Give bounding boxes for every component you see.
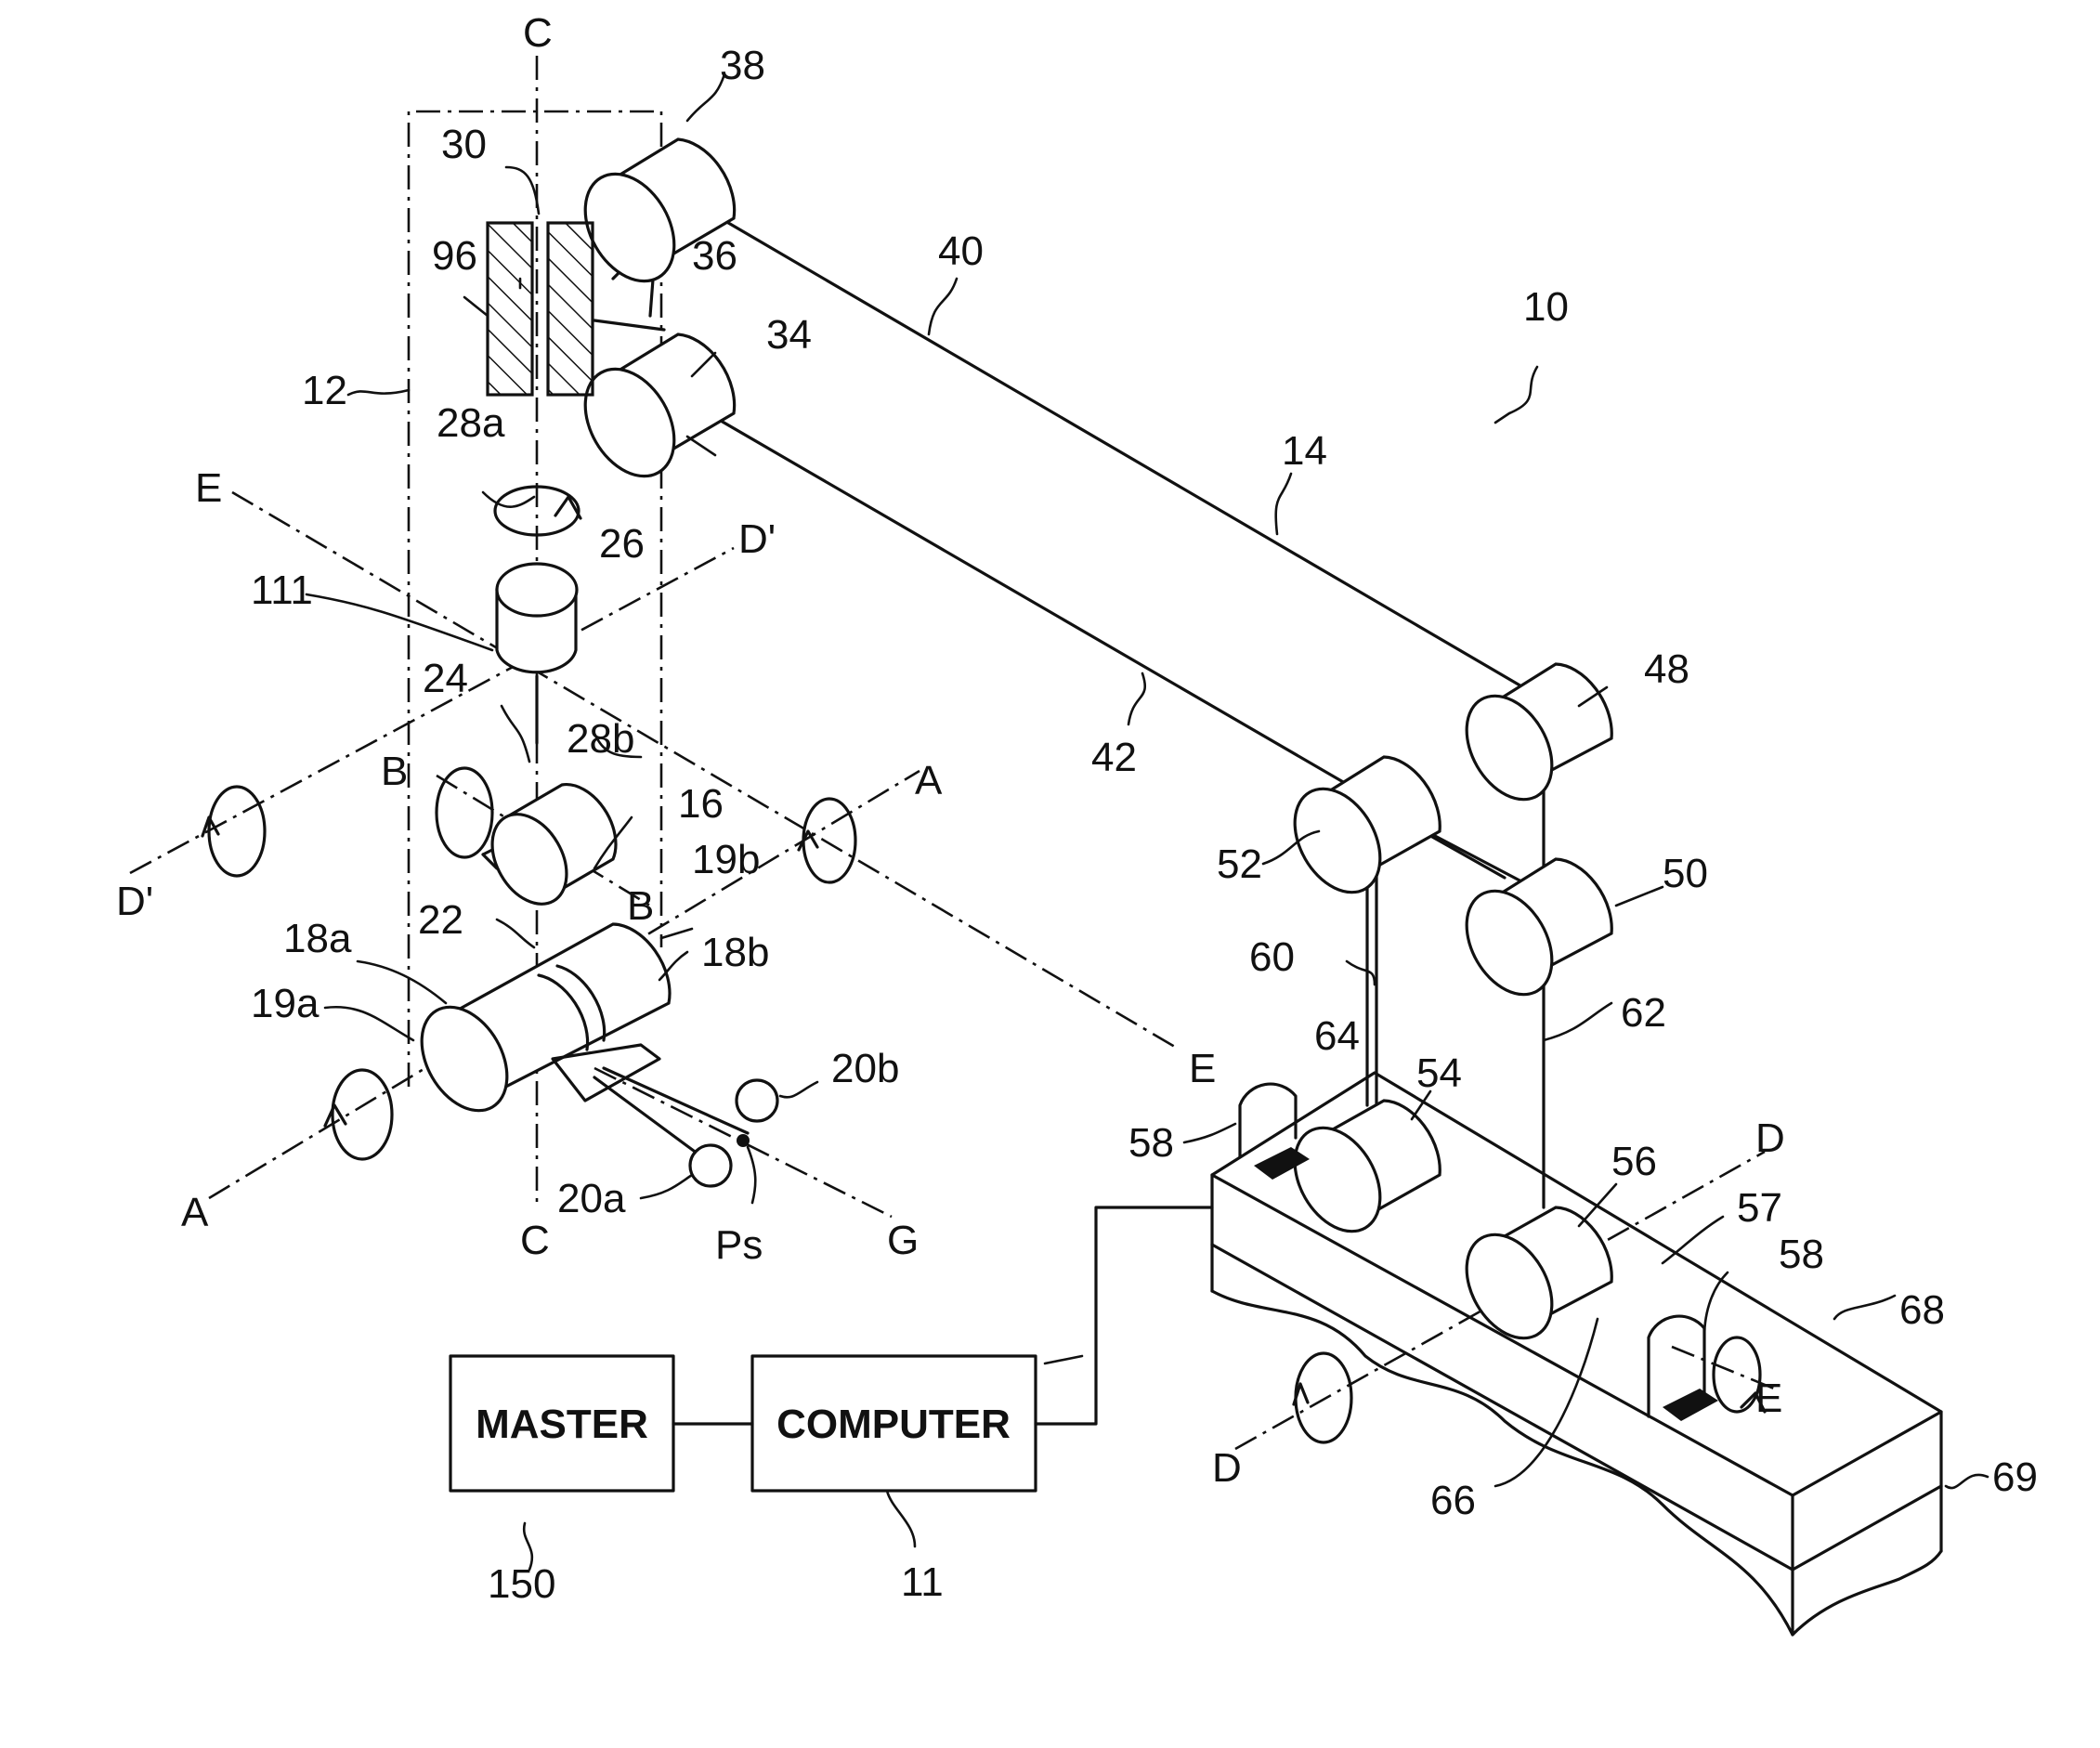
label-14: 14: [1282, 428, 1327, 474]
label-56: 56: [1611, 1139, 1657, 1184]
rotation-arrow-d: [1296, 1353, 1351, 1442]
cylinder-26: [497, 564, 577, 743]
jaw-20a: [690, 1145, 731, 1186]
axis-label-a-left: A: [181, 1190, 209, 1235]
label-16: 16: [678, 781, 724, 827]
pulley-48: [1449, 664, 1611, 815]
label-19a: 19a: [251, 981, 320, 1026]
label-10: 10: [1523, 284, 1569, 330]
label-18a: 18a: [283, 916, 352, 961]
axis-d-prime: [130, 548, 734, 873]
master-label: MASTER: [476, 1402, 648, 1447]
pulley-50: [1449, 859, 1611, 1010]
label-150: 150: [488, 1561, 555, 1607]
axis-label-dp-right: D': [738, 516, 776, 562]
axis-label-e-mid: E: [1189, 1046, 1216, 1091]
label-66: 66: [1430, 1478, 1476, 1523]
belt-40: [697, 204, 1523, 687]
label-57: 57: [1737, 1185, 1782, 1231]
block-computer: COMPUTER: [752, 1356, 1036, 1491]
label-26: 26: [599, 521, 645, 567]
label-96: 96: [432, 233, 477, 279]
label-48: 48: [1644, 646, 1689, 692]
link-36: [594, 320, 664, 330]
label-28b: 28b: [567, 716, 634, 762]
label-19b: 19b: [692, 837, 760, 882]
label-34: 34: [766, 312, 812, 358]
cylinder-16: [477, 785, 616, 918]
label-24: 24: [423, 656, 468, 701]
label-11: 11: [901, 1559, 944, 1605]
label-68: 68: [1899, 1287, 1945, 1333]
label-18b: 18b: [701, 930, 769, 975]
computer-label: COMPUTER: [776, 1402, 1011, 1447]
axis-label-e-top: E: [195, 465, 222, 511]
axis-label-c-top: C: [523, 10, 553, 56]
pad-58-right: [1663, 1389, 1718, 1421]
jaw-20b: [737, 1080, 777, 1121]
axis-label-d-left: D: [1212, 1445, 1242, 1491]
axis-label-g: G: [887, 1218, 919, 1263]
axis-label-d-right: D: [1755, 1115, 1785, 1161]
label-64: 64: [1314, 1013, 1360, 1059]
belt-42: [692, 404, 1356, 789]
instrument-tip: [553, 1045, 777, 1186]
label-40: 40: [938, 228, 984, 274]
pulley-56: [1449, 1207, 1611, 1353]
label-52: 52: [1217, 841, 1262, 887]
label-22: 22: [418, 897, 463, 943]
bracket-58-left: [1240, 1084, 1296, 1156]
axis-label-dp-left: D': [116, 879, 153, 924]
label-12: 12: [302, 368, 347, 413]
pulley-52: [1277, 757, 1440, 907]
axis-label-a-right: A: [915, 758, 943, 803]
label-20a: 20a: [557, 1176, 626, 1221]
label-20b: 20b: [831, 1046, 899, 1091]
grip-block-96: [488, 223, 593, 395]
label-42: 42: [1091, 735, 1137, 780]
label-58-right: 58: [1779, 1232, 1824, 1277]
label-69: 69: [1992, 1454, 2038, 1500]
axis-label-c-bottom: C: [520, 1218, 550, 1263]
axis-label-e-right: E: [1755, 1376, 1782, 1421]
rotation-arrow-a-right: [803, 799, 855, 882]
rotation-arrow-e: [1714, 1337, 1760, 1412]
label-62: 62: [1621, 990, 1666, 1036]
axis-label-b-left: B: [381, 749, 408, 794]
arm-14-inner: [1435, 836, 1523, 882]
block-master: MASTER: [450, 1356, 673, 1491]
label-50: 50: [1663, 851, 1708, 896]
label-ps: Ps: [715, 1222, 763, 1268]
rotation-arrow-b: [437, 768, 492, 857]
label-60: 60: [1249, 934, 1295, 980]
axis-label-b-right: B: [627, 883, 654, 929]
label-111: 111: [251, 567, 313, 613]
point-ps: [737, 1134, 750, 1147]
label-38: 38: [720, 43, 765, 88]
label-28a: 28a: [437, 400, 505, 446]
label-54: 54: [1416, 1050, 1462, 1096]
label-58-left: 58: [1128, 1120, 1174, 1166]
label-30: 30: [441, 122, 487, 167]
label-36: 36: [692, 233, 737, 279]
